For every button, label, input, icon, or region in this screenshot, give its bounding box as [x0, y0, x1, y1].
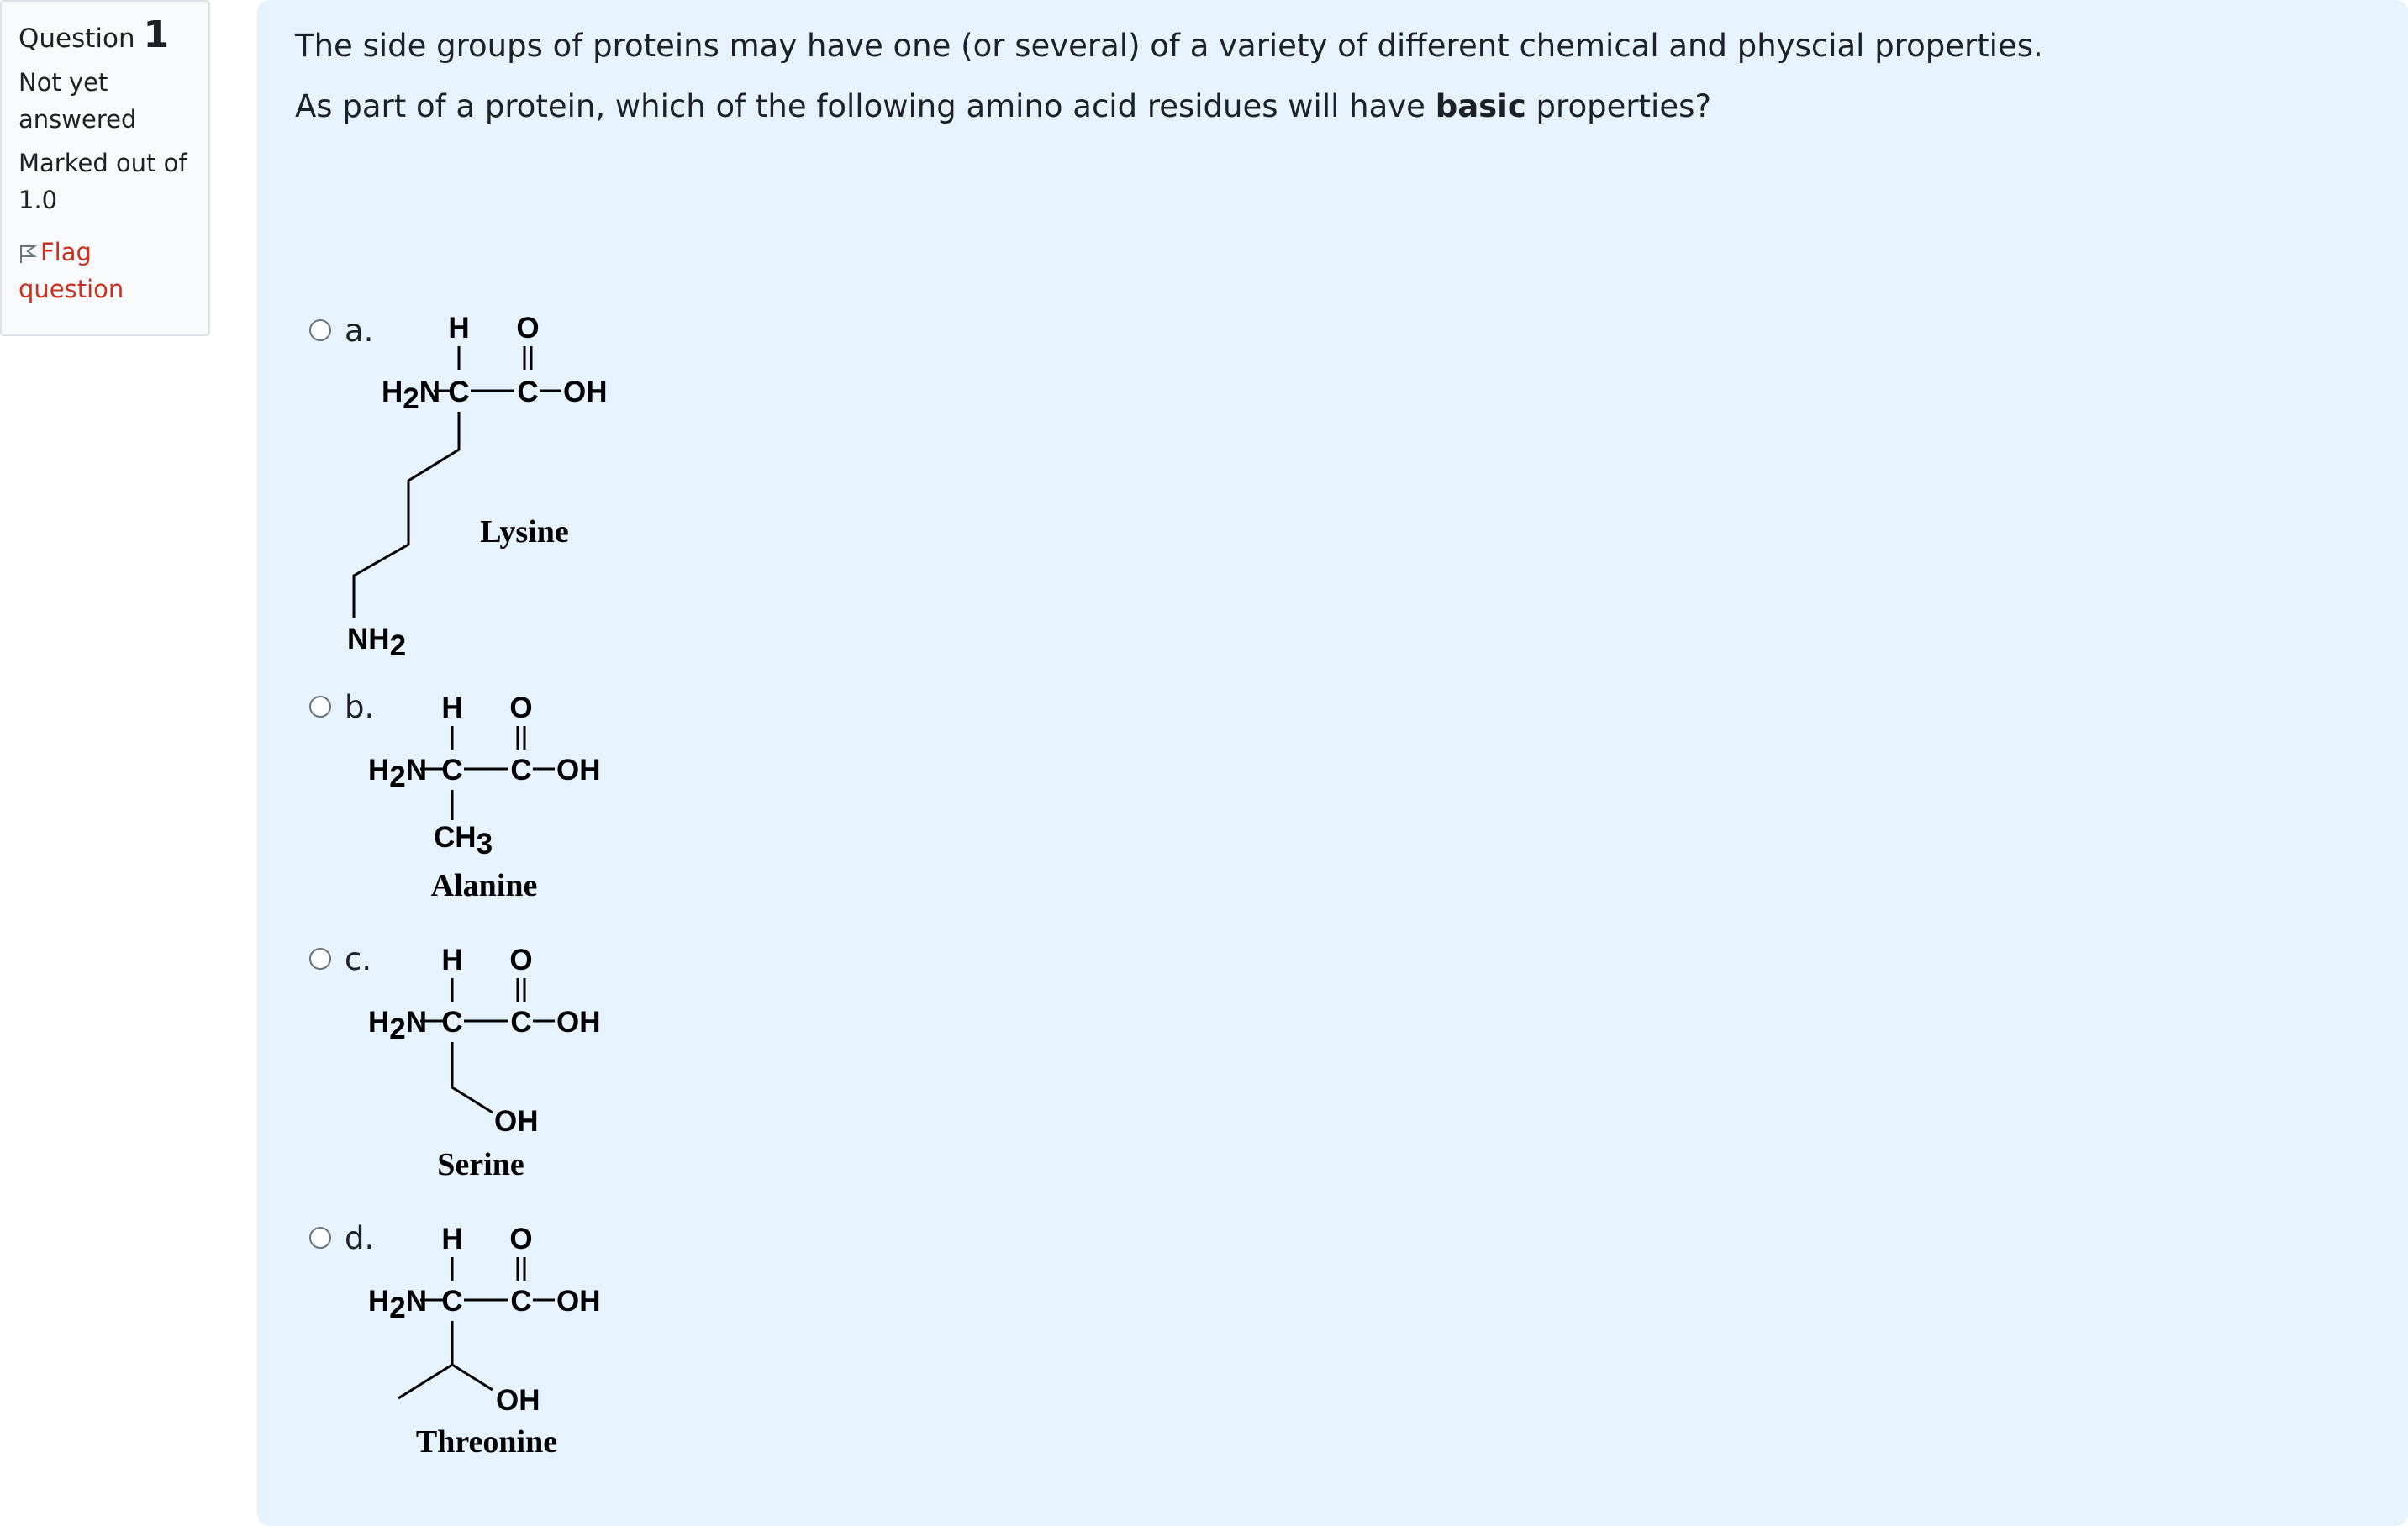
atom-h: H — [441, 1223, 462, 1255]
answer-letter: c. — [345, 941, 372, 977]
lysine-structure: H O H2N C C OH NH2 Lysine — [347, 312, 608, 662]
atom-c-carbonyl: C — [517, 376, 538, 408]
question-number: 1 — [143, 13, 170, 56]
hydroxyl-group: OH — [556, 754, 601, 787]
amino-acid-name: Serine — [437, 1147, 524, 1182]
question-grade: Marked out of 1.0 — [18, 149, 187, 214]
serine-structure: H O H2N C C OH OH Serine — [368, 944, 601, 1182]
hydroxyl-group: OH — [563, 376, 608, 408]
amino-group: H2N — [382, 376, 440, 415]
radio-button-icon[interactable] — [309, 948, 331, 970]
answer-letter: b. — [345, 689, 375, 725]
amino-acid-name: Lysine — [480, 514, 569, 550]
amino-group: H2N — [368, 1285, 427, 1324]
atom-c-carbonyl: C — [510, 754, 531, 787]
atom-h: H — [448, 312, 469, 345]
side-chain-methyl: CH3 — [434, 821, 493, 860]
atom-c-alpha: C — [441, 1006, 462, 1039]
flag-question-label: Flag question — [18, 238, 124, 303]
question-heading: Question 1 — [18, 17, 192, 57]
flag-outline-icon — [20, 245, 37, 263]
hydroxyl-group: OH — [556, 1006, 601, 1039]
question-info-panel: Question 1 Not yet answered Marked out o… — [0, 0, 210, 336]
atom-c-alpha: C — [441, 1285, 462, 1318]
atom-c-carbonyl: C — [510, 1285, 531, 1318]
side-chain-hydroxyl: OH — [496, 1384, 540, 1417]
radio-button-icon[interactable] — [309, 319, 331, 341]
question-text-line-1: The side groups of proteins may have one… — [295, 28, 2043, 64]
alanine-structure: H O H2N C C OH CH3 Alanine — [368, 692, 601, 903]
side-chain-amine: NH2 — [347, 623, 406, 662]
amino-acid-name: Alanine — [431, 868, 538, 903]
atom-h: H — [441, 692, 462, 724]
question-text: The side groups of proteins may have one… — [295, 25, 2043, 146]
side-chain-hydroxyl: OH — [494, 1105, 539, 1138]
question-state: Not yet answered — [18, 68, 137, 134]
question-content: The side groups of proteins may have one… — [257, 0, 2408, 1526]
atom-o: O — [509, 692, 532, 724]
atom-o: O — [509, 944, 532, 976]
answer-letter: d. — [345, 1220, 375, 1256]
radio-button-icon[interactable] — [309, 1227, 331, 1249]
flag-question-link[interactable]: Flag question — [18, 234, 192, 308]
atom-o: O — [516, 312, 539, 345]
atom-h: H — [441, 944, 462, 976]
question-text-line-2: As part of a protein, which of the follo… — [295, 88, 1712, 124]
emphasis-basic: basic — [1435, 88, 1526, 124]
atom-c-carbonyl: C — [510, 1006, 531, 1039]
atom-c-alpha: C — [448, 376, 469, 408]
atom-o: O — [509, 1223, 532, 1255]
amino-group: H2N — [368, 1006, 427, 1045]
hydroxyl-group: OH — [556, 1285, 601, 1318]
amino-acid-name: Threonine — [416, 1424, 557, 1460]
answer-letter: a. — [345, 313, 374, 349]
radio-button-icon[interactable] — [309, 696, 331, 718]
atom-c-alpha: C — [441, 754, 462, 787]
threonine-structure: H O H2N C C OH OH Threonine — [368, 1223, 601, 1460]
question-label: Question — [18, 24, 135, 54]
amino-group: H2N — [368, 754, 427, 793]
